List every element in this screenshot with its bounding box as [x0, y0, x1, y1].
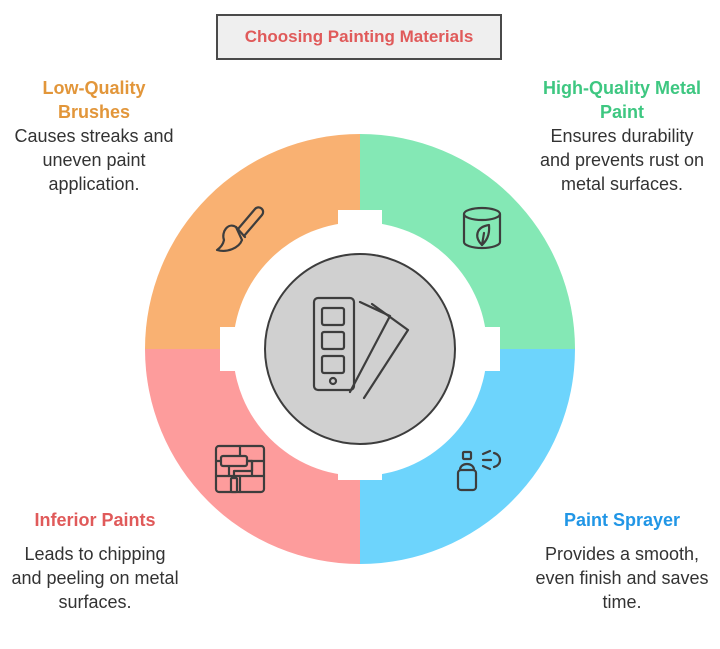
inferior-paints-description: Leads to chipping and peeling on metal s…	[11, 544, 179, 612]
page-title: Choosing Painting Materials	[244, 27, 474, 46]
inferior-paints-heading: Inferior Paints	[34, 510, 156, 530]
high-quality-metal-paint-description: Ensures durability and prevents rust on …	[539, 126, 705, 194]
low-quality-brushes-description: Causes streaks and uneven paint applicat…	[14, 126, 174, 194]
spray-can-icon	[456, 449, 502, 492]
center-circle	[264, 253, 456, 445]
quadrant-top-left-text: Low-Quality Brushes Causes streaks and u…	[14, 76, 174, 196]
paint-roller-wall-icon	[214, 444, 266, 494]
paint-sprayer-heading: Paint Sprayer	[563, 510, 681, 530]
paint-can-icon	[462, 206, 502, 250]
quadrant-bottom-left-text: Inferior Paints Leads to chipping and pe…	[10, 508, 180, 614]
high-quality-metal-paint-heading: High-Quality Metal Paint	[542, 78, 701, 122]
color-swatch-icon	[312, 296, 410, 400]
paint-sprayer-description: Provides a smooth, even finish and saves…	[535, 544, 709, 612]
low-quality-brushes-heading: Low-Quality Brushes	[42, 78, 146, 122]
quadrant-top-right-text: High-Quality Metal Paint Ensures durabil…	[536, 76, 708, 196]
title-box: Choosing Painting Materials	[216, 14, 502, 60]
paint-brush-icon	[215, 206, 265, 252]
quadrant-bottom-right-text: Paint Sprayer Provides a smooth, even fi…	[534, 508, 710, 614]
